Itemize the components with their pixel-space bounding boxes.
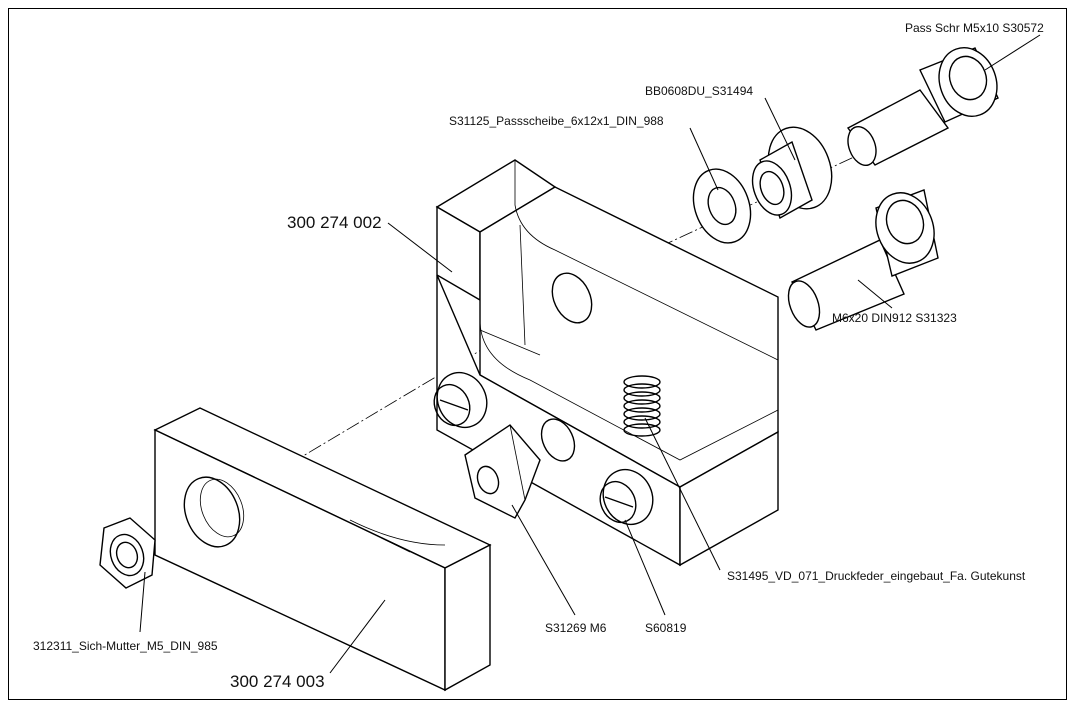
leader-lock-nut xyxy=(139,571,146,633)
label-lock-nut: 312311_Sich-Mutter_M5_DIN_985 xyxy=(33,639,218,653)
leader-spring xyxy=(644,417,721,571)
label-pass-screw: Pass Schr M5x10 S30572 xyxy=(905,21,1044,35)
leader-bracket xyxy=(387,222,453,273)
label-plate: 300 274 003 xyxy=(230,672,325,691)
label-bracket: 300 274 002 xyxy=(287,213,382,232)
lock-nut-part xyxy=(99,517,156,589)
bushing-part xyxy=(751,126,833,220)
label-bushing: BB0608DU_S31494 xyxy=(645,84,753,98)
leader-cap-screw xyxy=(857,279,893,309)
label-set-screw: S60819 xyxy=(645,621,687,635)
leader-square-nut xyxy=(511,504,576,616)
label-washer: S31125_Passscheibe_6x12x1_DIN_988 xyxy=(449,114,664,128)
leader-bushing xyxy=(764,97,796,161)
washer-part xyxy=(692,168,752,244)
cap-screw-part xyxy=(787,189,939,331)
set-screw-right-part xyxy=(599,468,654,526)
set-screw-left-part xyxy=(433,371,488,429)
leader-washer xyxy=(689,127,719,191)
label-cap-screw: M6x20 DIN912 S31323 xyxy=(832,311,957,325)
pass-screw-part xyxy=(846,47,999,167)
leader-pass-screw xyxy=(984,34,1041,71)
leader-set-screw xyxy=(624,519,666,616)
spring-part xyxy=(623,375,661,437)
square-nut-part xyxy=(464,424,541,519)
leader-plate xyxy=(329,599,386,674)
label-spring: S31495_VD_071_Druckfeder_eingebaut_Fa. G… xyxy=(727,569,1026,583)
label-square-nut: S31269 M6 xyxy=(545,621,607,635)
plate-part xyxy=(153,407,492,692)
